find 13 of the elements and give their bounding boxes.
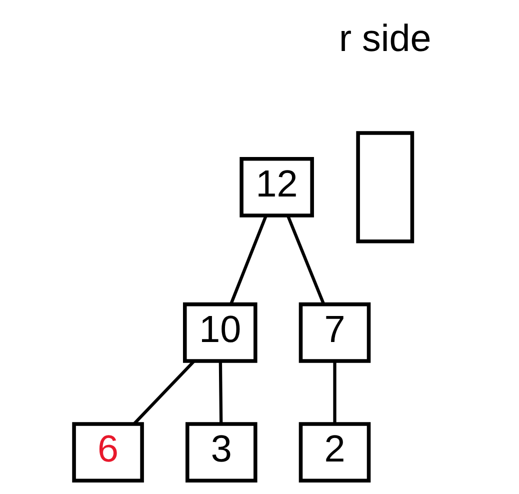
connector xyxy=(218,361,223,424)
node-box: 3 xyxy=(186,422,258,483)
connector xyxy=(333,361,336,424)
connector xyxy=(229,215,268,305)
node-box: 10 xyxy=(182,302,258,363)
node-box: 2 xyxy=(298,422,371,483)
connector xyxy=(133,360,196,425)
connector xyxy=(286,215,326,305)
node-box xyxy=(356,131,414,244)
label: r side xyxy=(338,18,432,60)
node-box: 7 xyxy=(298,302,371,363)
node-box: 12 xyxy=(240,156,314,218)
node-box: 6 xyxy=(72,422,144,483)
